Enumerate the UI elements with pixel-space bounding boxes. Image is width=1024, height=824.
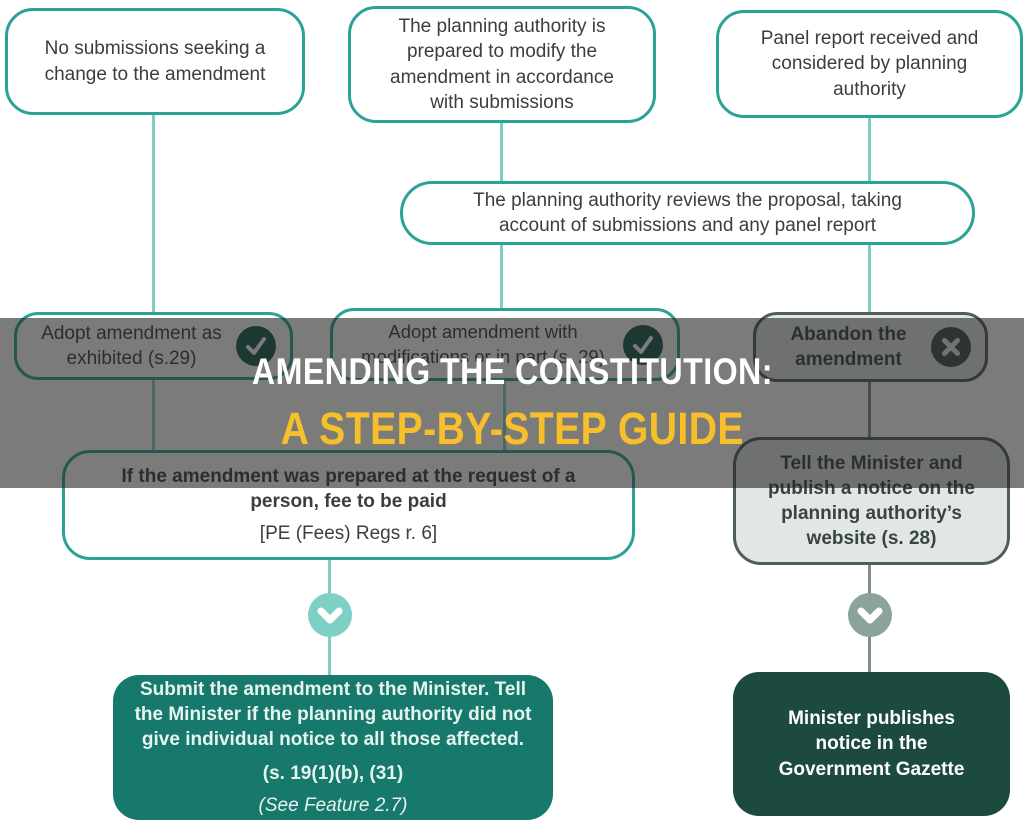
box-submit-section-ref: (s. 19(1)(b), (31) <box>262 763 404 785</box>
banner-subtitle: A STEP-BY-STEP GUIDE <box>280 403 744 454</box>
connector-line <box>500 122 503 182</box>
connector-line <box>152 114 155 314</box>
box-modify-amendment-label: The planning authority is prepared to mo… <box>390 16 614 113</box>
box-panel-report: Panel report received and considered by … <box>716 10 1023 118</box>
box-submit-feature-note: (See Feature 2.7) <box>258 795 408 817</box>
title-banner: AMENDING THE CONSTITUTION: A STEP-BY-STE… <box>0 318 1024 488</box>
chevron-down-icon <box>848 593 892 637</box>
chevron-down-icon <box>308 593 352 637</box>
box-review-proposal: The planning authority reviews the propo… <box>400 181 975 245</box>
box-gazette-notice-label: Minister publishes notice in the Governm… <box>778 708 965 780</box>
box-panel-report-label: Panel report received and considered by … <box>760 28 979 100</box>
box-no-submissions-label: No submissions seeking a change to the a… <box>44 38 266 85</box>
box-review-proposal-label: The planning authority reviews the propo… <box>473 189 902 236</box>
box-no-submissions: No submissions seeking a change to the a… <box>5 8 305 115</box>
box-submit-to-minister-label: Submit the amendment to the Minister. Te… <box>134 678 532 750</box>
box-submit-to-minister: Submit the amendment to the Minister. Te… <box>113 675 553 820</box>
box-fee-regulation: [PE (Fees) Regs r. 6] <box>259 523 438 545</box>
connector-line <box>868 244 871 312</box>
box-modify-amendment: The planning authority is prepared to mo… <box>348 6 656 123</box>
banner-title: AMENDING THE CONSTITUTION: <box>251 351 773 392</box>
box-gazette-notice: Minister publishes notice in the Governm… <box>733 672 1010 816</box>
connector-line <box>868 117 871 182</box>
connector-line <box>500 244 503 310</box>
